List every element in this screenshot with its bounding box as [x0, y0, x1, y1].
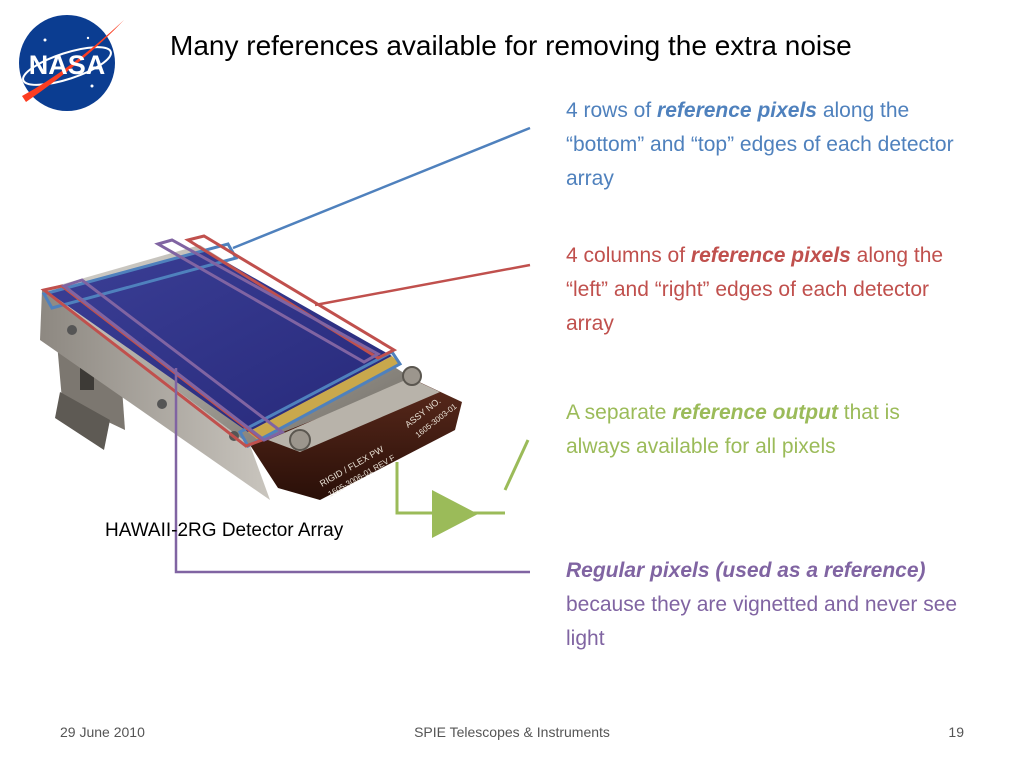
- footer-page-number: 19: [948, 724, 964, 740]
- sensor-chip: [48, 250, 392, 432]
- annotation-text-emphasis: reference pixels: [690, 244, 851, 267]
- nasa-logo-vector: [22, 20, 124, 102]
- detector-base-front: [40, 290, 270, 500]
- flex-cable: [250, 380, 462, 500]
- nasa-logo-orbit: [22, 46, 112, 86]
- nasa-logo-text: NASA: [29, 50, 106, 80]
- output-amplifier-triangle: [432, 490, 478, 538]
- annotation-regular-pixels: Regular pixels (used as a reference) bec…: [566, 554, 966, 656]
- annotation-reference-output: A separate reference output that is alwa…: [566, 396, 966, 464]
- figure-caption: HAWAII-2RG Detector Array: [105, 520, 344, 541]
- annotation-text-emphasis: reference pixels: [657, 99, 817, 122]
- callout-line-regular-pixels: [174, 368, 530, 574]
- screw-right: [402, 366, 422, 386]
- callout-line-rows: [232, 126, 531, 250]
- wire-bonds: [248, 356, 400, 440]
- annotation-text-post: that is always available for all pixels: [566, 401, 900, 458]
- outline-reference-rows-bottom: [237, 350, 403, 449]
- outline-vignetted-pixels-right: [154, 238, 382, 364]
- annotation-text-pre: 4 rows of: [566, 99, 658, 122]
- annotation-text-emphasis: Regular pixels (used as a reference): [566, 559, 926, 582]
- annotation-text-post: along the “left” and “right” edges of ea…: [566, 244, 944, 335]
- footer-date: 29 June 2010: [60, 724, 145, 740]
- callout-line-columns: [314, 263, 531, 307]
- annotation-text-post: along the “bottom” and “top” edges of ea…: [566, 99, 954, 190]
- outline-reference-rows-top: [41, 242, 239, 310]
- annotation-reference-columns: 4 columns of reference pixels along the …: [566, 239, 966, 341]
- footer-conference: SPIE Telescopes & Instruments: [414, 724, 610, 740]
- callout-line-reference-output: [503, 439, 530, 491]
- annotation-text-pre: A separate: [566, 401, 673, 424]
- annotation-text-post: because they are vignetted and never see…: [566, 593, 958, 650]
- outline-vignetted-pixels-left: [60, 278, 285, 442]
- nasa-logo: NASA: [19, 15, 124, 111]
- annotation-text-pre: 4 columns of: [566, 244, 691, 267]
- detector-illustration: RIGID / FLEX PW 1605-3006-01 REV F ASSY …: [40, 234, 462, 500]
- annotation-reference-rows: 4 rows of reference pixels along the “bo…: [566, 94, 966, 196]
- callout-reference-output: [395, 439, 530, 538]
- screw-left: [289, 429, 311, 451]
- slide-title: Many references available for removing t…: [170, 30, 852, 61]
- annotation-text-emphasis: reference output: [672, 401, 838, 424]
